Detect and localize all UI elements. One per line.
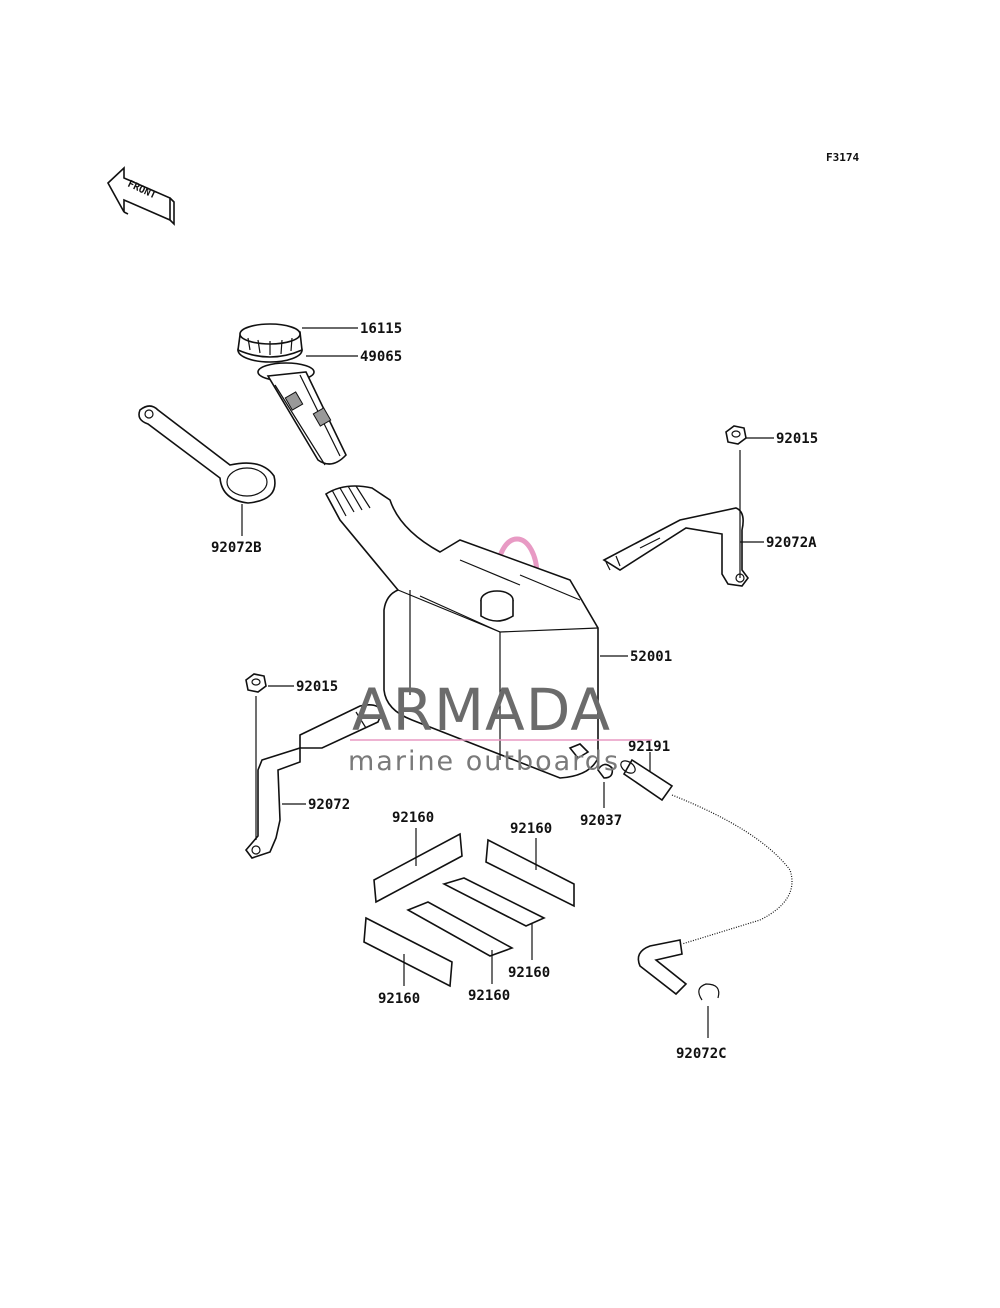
fuel-cap-icon (237, 323, 303, 363)
fitting-icon (568, 743, 614, 779)
clip-icon (698, 983, 720, 1001)
part-label-92160-b: 92160 (510, 821, 552, 837)
bracket-right-icon (602, 507, 749, 587)
part-label-16115: 16115 (360, 321, 402, 337)
part-label-92160-c: 92160 (508, 965, 550, 981)
watermark-tagline: marine outboards (348, 746, 620, 777)
part-label-92072C: 92072C (676, 1046, 727, 1062)
nut-right-icon (725, 425, 747, 445)
part-label-92191: 92191 (628, 739, 670, 755)
part-label-49065: 49065 (360, 349, 402, 365)
part-label-92072A: 92072A (766, 535, 817, 551)
part-label-92015-left: 92015 (296, 679, 338, 695)
front-arrow-icon: FRONT (106, 166, 175, 226)
part-label-92072: 92072 (308, 797, 350, 813)
hose-icon (620, 758, 793, 996)
oil-tank-icon (324, 485, 599, 779)
nut-left-icon (245, 673, 267, 693)
bracket-left-icon (244, 704, 383, 859)
part-label-92160-e: 92160 (378, 991, 420, 1007)
part-label-92015-right: 92015 (776, 431, 818, 447)
leader-lines (241, 327, 774, 1038)
part-label-52001: 52001 (630, 649, 672, 665)
figure-code: F3174 (826, 151, 859, 164)
part-label-92160-a: 92160 (392, 810, 434, 826)
cap-strap-icon (138, 405, 276, 504)
pads-icon (363, 832, 575, 988)
filler-filter-icon (257, 362, 347, 466)
part-label-92072B: 92072B (211, 540, 262, 556)
part-label-92160-d: 92160 (468, 988, 510, 1004)
part-label-92037: 92037 (580, 813, 622, 829)
watermark-brand: ARMADA (352, 676, 611, 744)
